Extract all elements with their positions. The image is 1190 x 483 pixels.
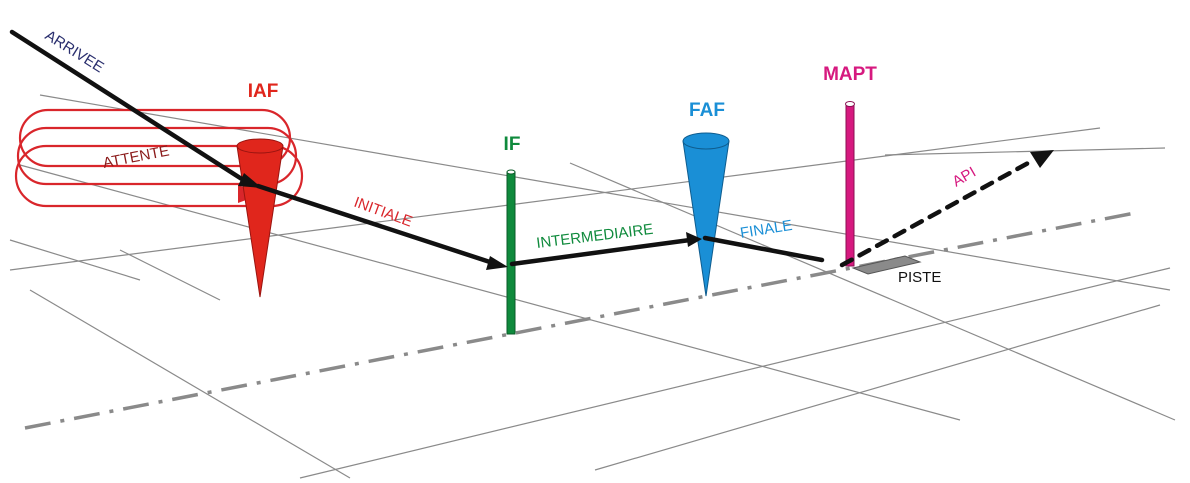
grid-line <box>9 127 1101 271</box>
grid-line <box>39 94 1171 291</box>
mapt-marker <box>845 101 855 267</box>
api-label: API <box>950 164 979 191</box>
holding-loop <box>16 126 298 186</box>
faf-cone <box>682 132 730 297</box>
if-marker <box>506 169 516 335</box>
runway <box>851 255 922 275</box>
flight-path <box>9 29 1033 268</box>
grid-line <box>594 304 1161 471</box>
holding-pattern <box>14 108 304 208</box>
intermediate-arrow-icon <box>686 232 702 247</box>
holding-loop <box>14 144 304 208</box>
arrivee-label: ARRIVEE <box>42 27 107 76</box>
grid-line <box>19 164 961 421</box>
if-label: IF <box>504 134 521 155</box>
mapt-label: MAPT <box>823 64 877 85</box>
missed-approach-path <box>839 159 1033 268</box>
grid-line <box>884 147 1166 156</box>
iaf-label: IAF <box>248 81 279 102</box>
grid-line <box>119 249 221 301</box>
grid-line <box>299 267 1171 479</box>
intermediate-path <box>509 237 693 267</box>
final-path <box>702 235 825 263</box>
initial-path <box>255 183 499 267</box>
grid-line <box>9 239 141 281</box>
runway-centerline <box>24 210 1141 430</box>
faf-label: FAF <box>689 100 725 121</box>
ground-grid <box>9 94 1176 479</box>
piste-label: PISTE <box>898 269 941 286</box>
arrival-path <box>9 29 251 186</box>
grid-line <box>569 162 1176 421</box>
finale-label: FINALE <box>739 217 794 242</box>
iaf-cone <box>236 138 284 298</box>
missed-approach-arrow-icon <box>1030 150 1054 168</box>
grid-line <box>29 289 351 479</box>
initial-arrow-icon <box>486 256 508 270</box>
arrival-arrow-icon <box>238 173 262 188</box>
